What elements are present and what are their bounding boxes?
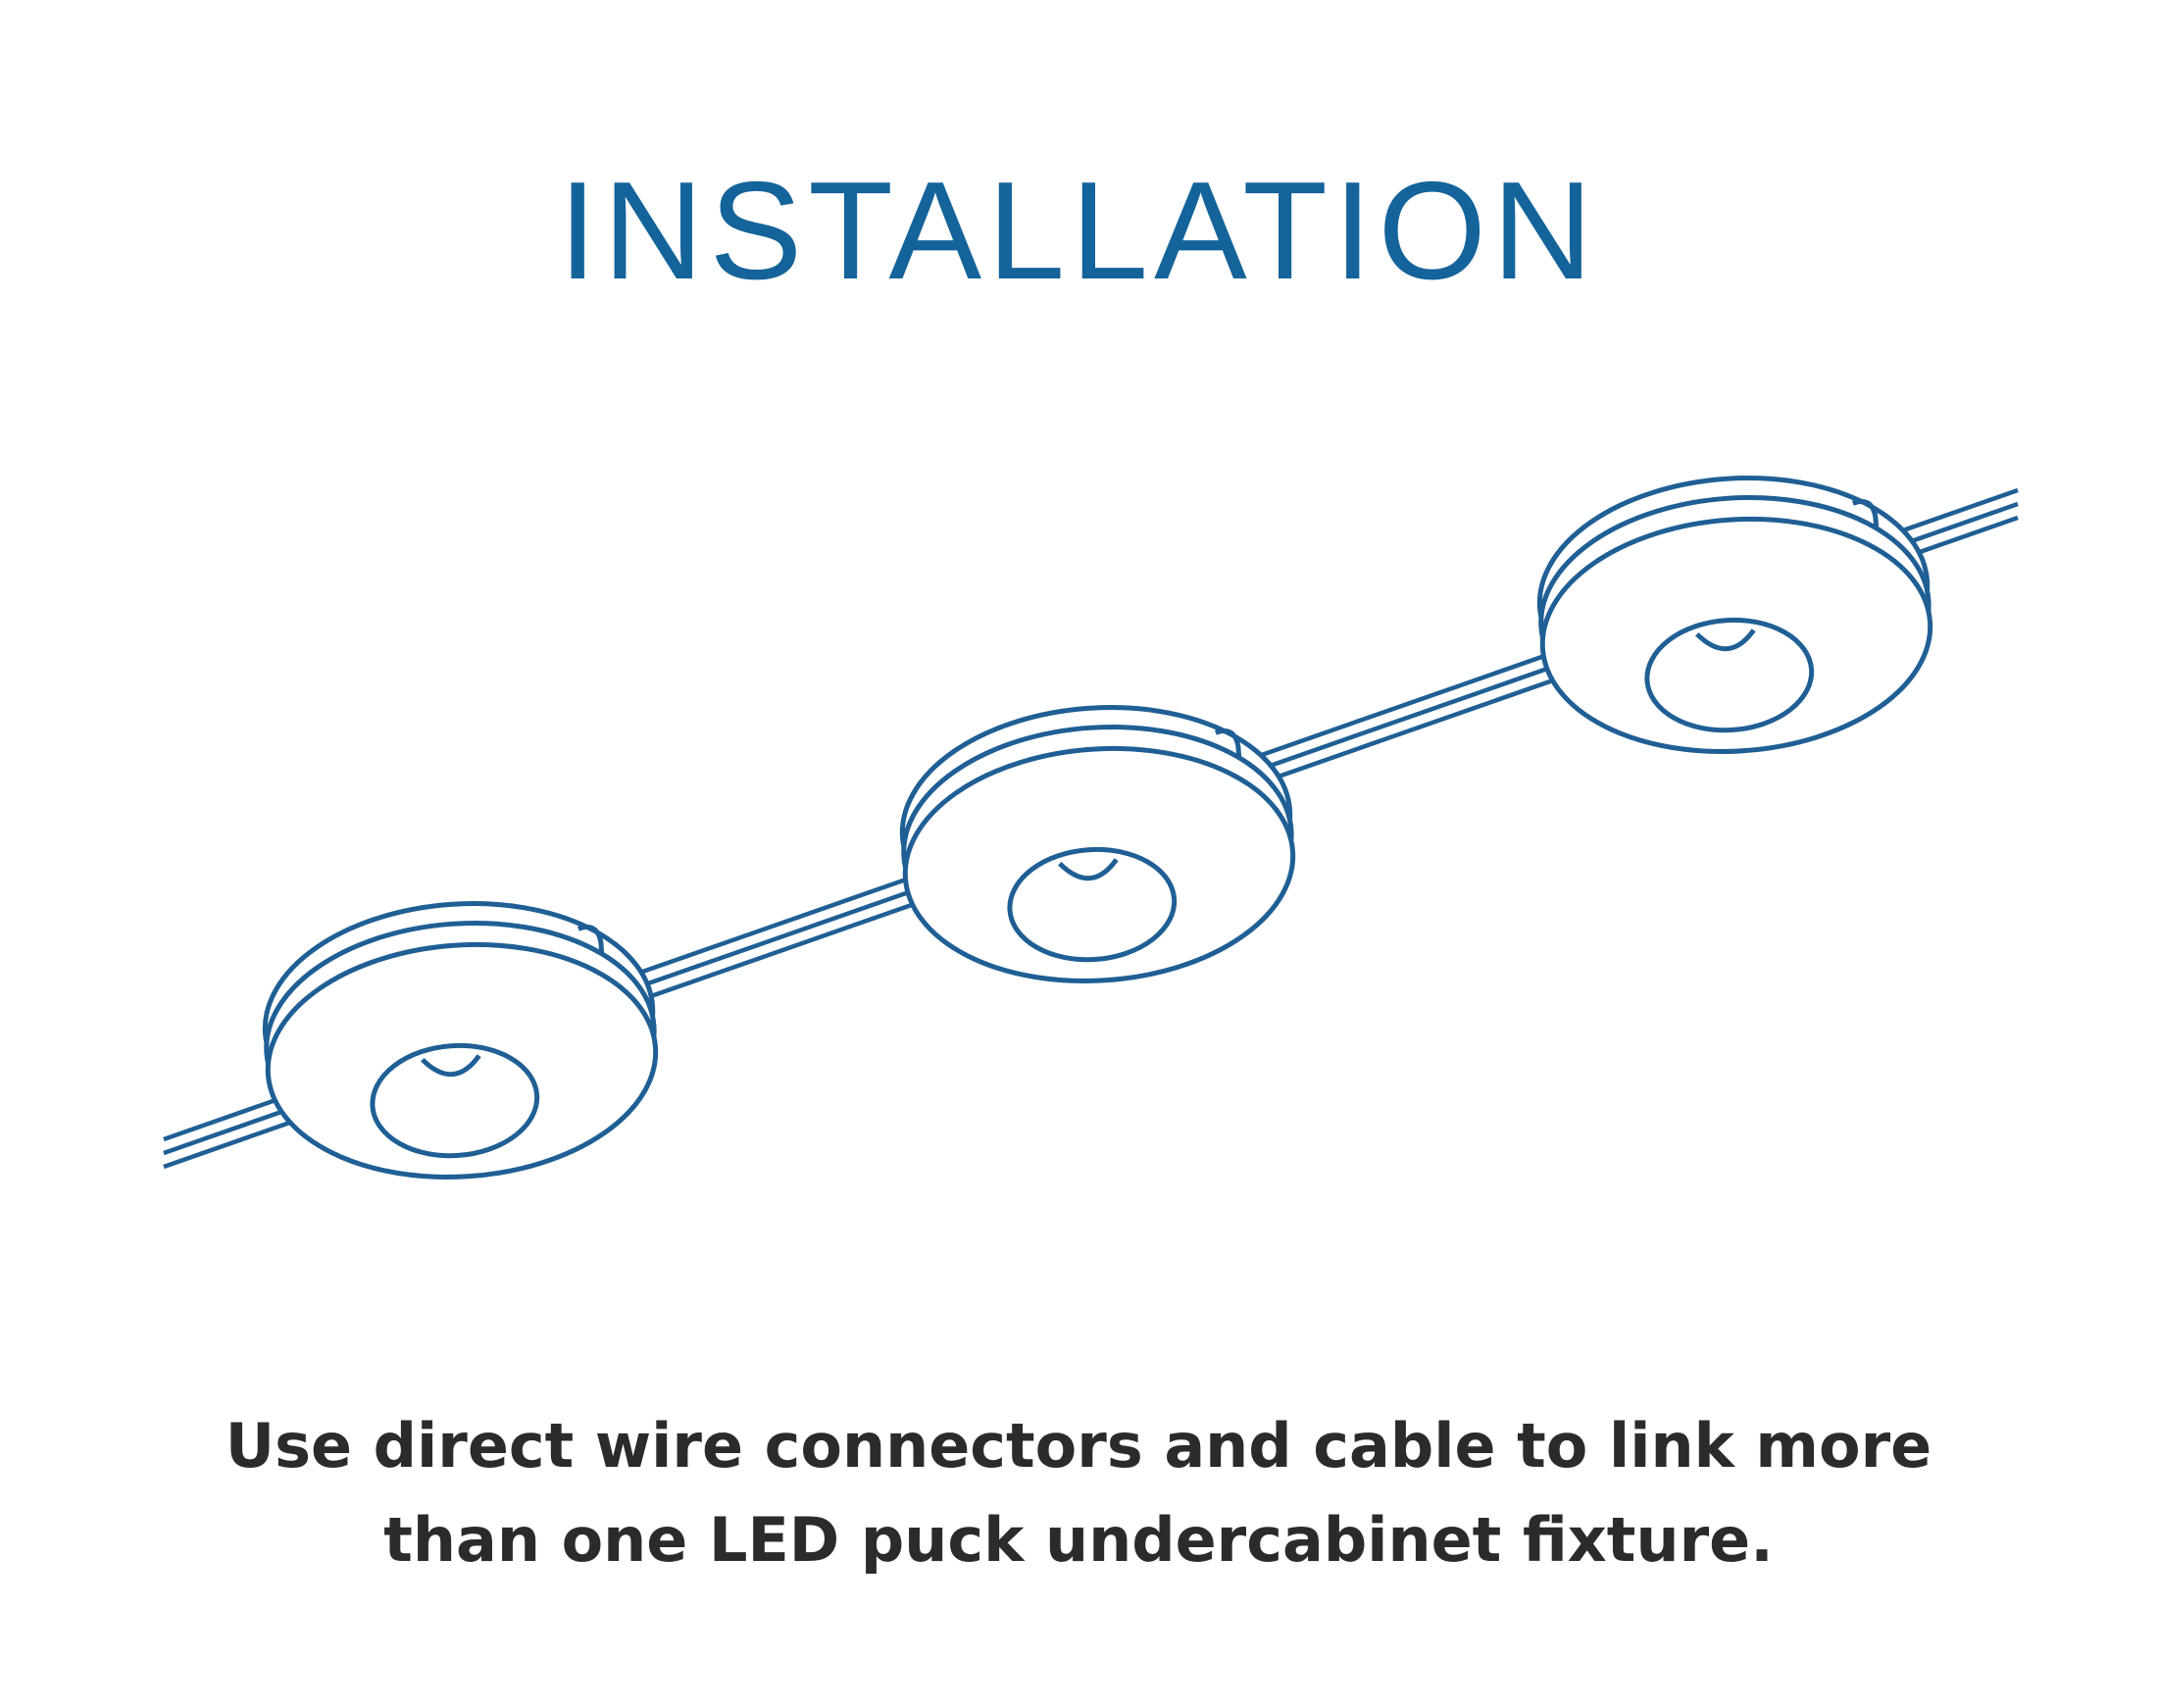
caption-line: Use direct wire connectors and cable to … (225, 1410, 1932, 1482)
led-puck-light-icon (1531, 466, 1937, 765)
led-puck-light-icon (894, 695, 1300, 994)
caption-line: than one LED puck undercabinet fixture. (383, 1504, 1774, 1576)
led-puck-light-icon (257, 891, 663, 1190)
installation-caption: Use direct wire connectors and cable to … (98, 1399, 2059, 1587)
page-title: INSTALLATION (558, 153, 1599, 310)
